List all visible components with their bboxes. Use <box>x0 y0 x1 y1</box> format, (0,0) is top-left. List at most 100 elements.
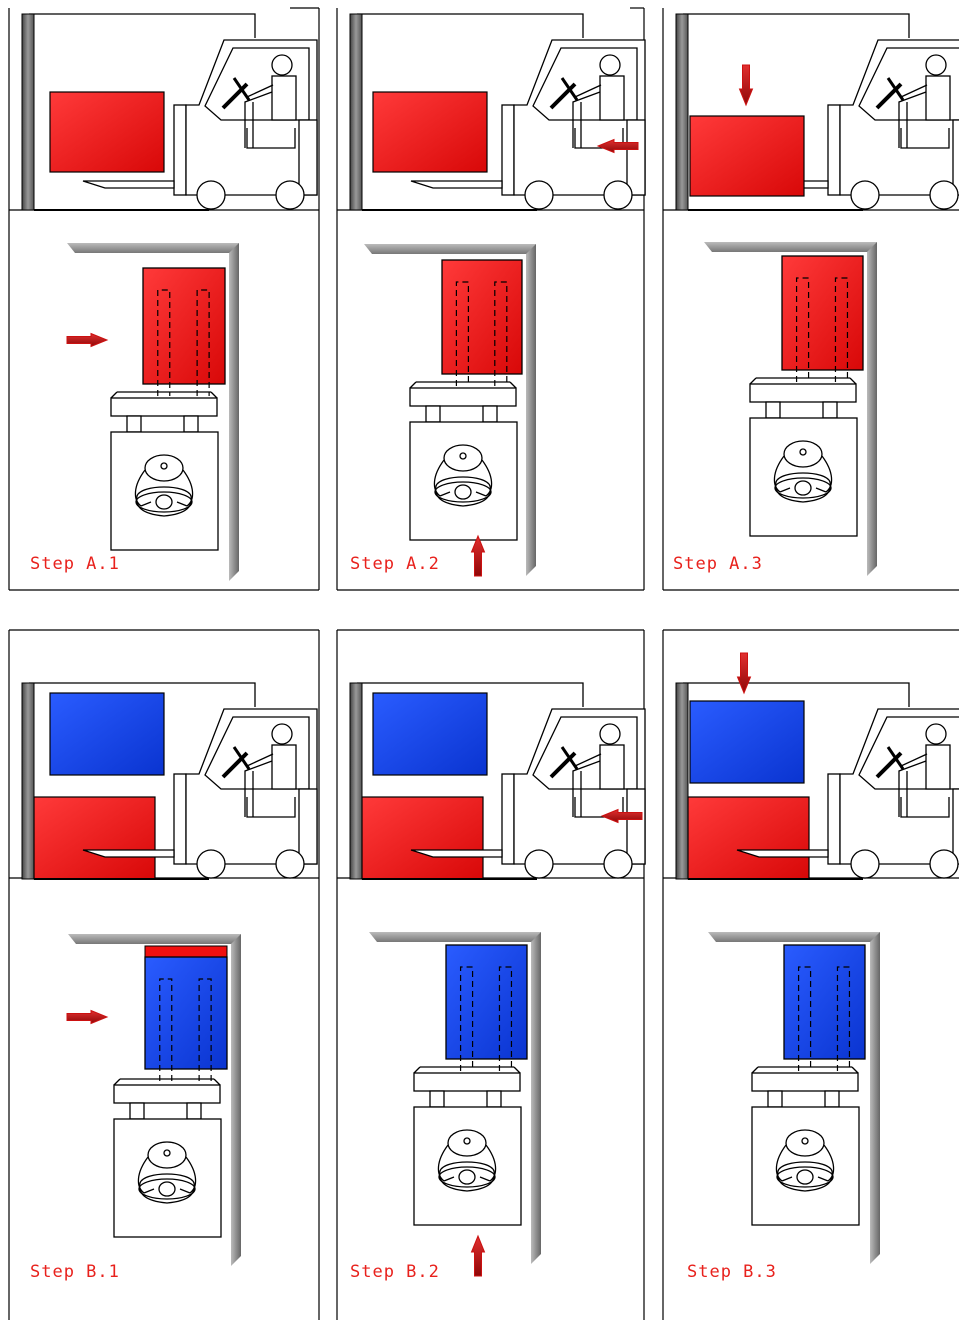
forklift-top-body <box>114 1119 221 1237</box>
wall-side-edge <box>229 243 239 581</box>
wall-top-edge <box>364 244 536 254</box>
front-wheel <box>851 181 879 209</box>
driver-head-top <box>795 481 811 495</box>
counterweight <box>627 789 645 864</box>
driver-torso <box>926 745 950 789</box>
side-view-scene <box>676 14 959 210</box>
forklift-top-view <box>114 1079 221 1237</box>
red-box-top <box>782 256 863 382</box>
mast-post <box>487 1091 501 1107</box>
rear-wheel <box>276 181 304 209</box>
warehouse-wall <box>676 14 688 210</box>
box-top <box>446 945 527 1059</box>
blue-box-top <box>784 945 865 1071</box>
front-wheel <box>851 850 879 878</box>
forklift-top-view <box>414 1067 521 1225</box>
wall-side-edge <box>231 934 241 1266</box>
mast-post <box>184 416 198 432</box>
top-view-scene <box>68 934 241 1266</box>
warehouse-wall <box>676 683 688 879</box>
rear-wheel <box>604 850 632 878</box>
stacked-red-box <box>34 797 155 879</box>
step-label-a1: Step A.1 <box>30 554 120 574</box>
rack-outline <box>683 14 909 38</box>
driver-head <box>600 724 620 744</box>
fork-carriage <box>410 388 516 406</box>
forklift-top-body <box>414 1107 521 1225</box>
forklift-top-body <box>410 422 517 540</box>
forklift-top-view <box>750 378 857 536</box>
counterweight <box>627 120 645 195</box>
rear-wheel <box>276 850 304 878</box>
forklift-top-body <box>752 1107 859 1225</box>
mast-post <box>426 406 440 422</box>
box-top <box>442 260 522 374</box>
arrow-up-icon <box>472 1236 485 1276</box>
steering-wheel-top <box>784 441 822 467</box>
rear-wheel <box>930 850 958 878</box>
driver-torso <box>600 76 624 120</box>
stacked-red-box <box>688 797 809 879</box>
arrow-down-icon <box>738 653 751 693</box>
rack-outline <box>357 14 583 38</box>
carried-red-box <box>50 92 164 172</box>
counterweight <box>299 120 317 195</box>
forklift-body <box>514 709 645 864</box>
fork-carriage <box>750 384 856 402</box>
wall-top-edge <box>68 934 241 944</box>
side-view-scene <box>22 14 317 210</box>
wall-top-edge <box>708 932 880 942</box>
arrow-down-icon <box>740 65 753 105</box>
driver-head <box>600 55 620 75</box>
steering-wheel-top <box>148 1142 186 1168</box>
mast-post <box>483 406 497 422</box>
wall-side-edge <box>867 242 877 576</box>
driver-head-top <box>156 495 172 509</box>
warehouse-wall <box>350 14 362 210</box>
front-wheel <box>525 181 553 209</box>
stacked-red-box-edge <box>145 946 227 957</box>
mast-post <box>766 402 780 418</box>
carried-blue-box <box>690 701 804 783</box>
driver-head <box>272 55 292 75</box>
driver-torso <box>926 76 950 120</box>
carried-blue-box <box>50 693 164 775</box>
arrow-icon <box>472 1236 485 1276</box>
blue-box-top <box>446 945 527 1071</box>
forklift-body <box>186 40 317 195</box>
forklift-body <box>186 709 317 864</box>
mast-post <box>127 416 141 432</box>
arrow-icon <box>67 1011 107 1024</box>
rear-wheel <box>604 181 632 209</box>
front-wheel <box>525 850 553 878</box>
mast-post <box>130 1103 144 1119</box>
fork-carriage <box>111 398 217 416</box>
driver-head <box>272 724 292 744</box>
top-view-scene <box>67 243 239 581</box>
rear-wheel <box>930 181 958 209</box>
forklift-top-view <box>752 1067 859 1225</box>
driver-head-top <box>459 1170 475 1184</box>
mast-post <box>825 1091 839 1107</box>
driver-torso <box>272 76 296 120</box>
mast <box>174 105 186 195</box>
wall-side-edge <box>870 932 880 1264</box>
counterweight <box>953 789 959 864</box>
mast <box>502 774 514 864</box>
rack-outline <box>29 14 255 38</box>
box-top <box>145 957 227 1069</box>
driver-torso <box>600 745 624 789</box>
arrow-right-icon <box>67 1011 107 1024</box>
forklift-body <box>514 40 645 195</box>
box-top <box>782 256 863 370</box>
warehouse-wall <box>22 683 34 879</box>
steering-wheel-top <box>448 1130 486 1156</box>
mast <box>502 105 514 195</box>
step-label-a3: Step A.3 <box>673 554 763 574</box>
top-view-scene <box>364 244 536 576</box>
mast-post <box>768 1091 782 1107</box>
top-view-scene <box>704 242 877 576</box>
forklift-top-view <box>111 392 218 550</box>
mast-post <box>823 402 837 418</box>
